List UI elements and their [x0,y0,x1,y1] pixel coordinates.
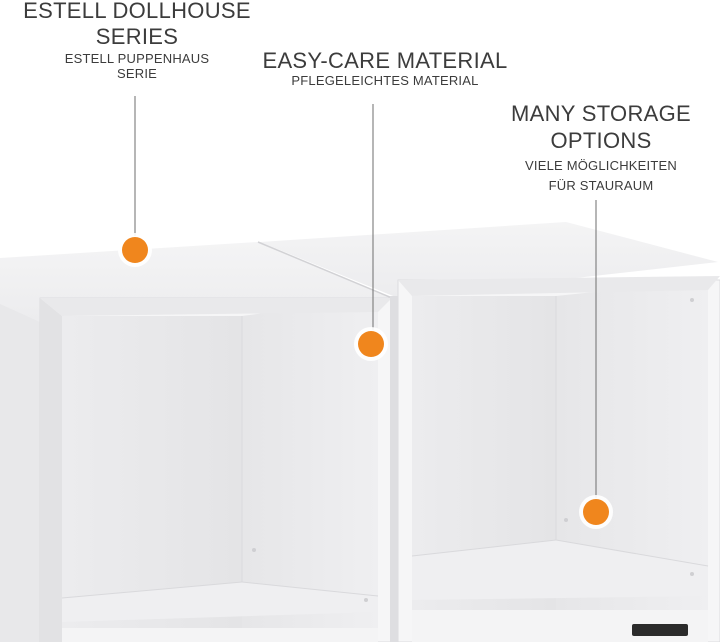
callout-material: EASY-CARE MATERIAL PFLEGELEICHTES MATERI… [250,48,520,88]
callout-series-title-2: SERIES [95,24,179,49]
callout-storage-subtitle: VIELE MÖGLICHKEITEN [525,158,677,173]
left-cube-shelf [62,582,378,622]
left-cube-inner-top [40,298,392,316]
left-cube-inner-right-wall [242,298,378,642]
callout-series: ESTELL DOLLHOUSE SERIES ESTELL PUPPENHAU… [0,0,274,80]
marker-storage [579,495,613,529]
right-cube-top [260,222,718,298]
callout-series-subtitle-2: SERIE [116,66,157,81]
callout-storage-title: MANY STORAGE [510,101,692,126]
left-cube-inner-left-wall [40,298,62,642]
callout-storage-title-2: OPTIONS [550,128,652,153]
right-cube-inner-top [398,276,720,296]
callout-series-title: ESTELL DOLLHOUSE [23,0,251,23]
callout-material-title: EASY-CARE MATERIAL [262,48,508,73]
marker-material [354,327,388,361]
callout-series-subtitle: ESTELL PUPPENHAUS [64,51,210,66]
marker-series [118,233,152,267]
callout-storage: MANY STORAGE OPTIONS VIELE MÖGLICHKEITEN… [490,100,712,194]
callout-storage-subtitle-2: FÜR STAURAUM [548,178,654,193]
cube-seam [257,241,393,299]
right-cube-shelf [412,540,708,600]
left-cube-side-panel [0,268,40,642]
foot [632,624,688,636]
callout-material-subtitle: PFLEGELEICHTES MATERIAL [291,73,479,88]
